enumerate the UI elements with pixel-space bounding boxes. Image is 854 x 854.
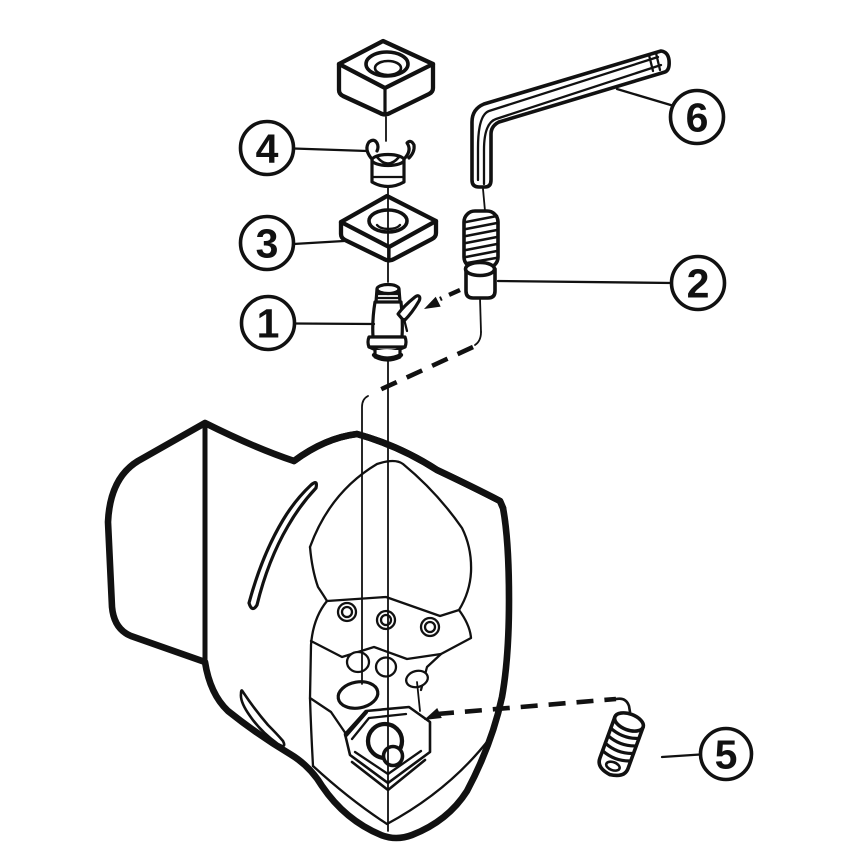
- screw-hole: [375, 609, 397, 631]
- screw-guide-drop: [479, 297, 482, 333]
- hex-key-outline: [470, 49, 671, 189]
- callout-circle-3: [238, 214, 296, 272]
- head-silhouette-crease: [290, 430, 507, 512]
- callout-5: 5: [660, 726, 754, 782]
- callout-circle-5: [698, 726, 754, 782]
- setscrew-arrowhead: [424, 708, 442, 720]
- insert-seat-plateau-top: [325, 595, 461, 618]
- setscrew-guide-dashed: [436, 696, 617, 717]
- callout-label-1: 1: [257, 301, 280, 347]
- screw-hole: [419, 616, 441, 638]
- callout-label-3: 3: [256, 221, 279, 267]
- leader-line-4: [292, 147, 369, 153]
- pocket-hex-inner-edge: [350, 712, 408, 741]
- setscrew-socket: [604, 760, 621, 772]
- recess-hole: [405, 669, 429, 689]
- screw-hole-inner: [379, 613, 393, 627]
- flange-slot-lower: [239, 689, 286, 748]
- screw-hole-inner: [423, 620, 437, 634]
- pocket-center-hole-lobe: [381, 744, 405, 768]
- part-1-lever-pin: [366, 282, 422, 362]
- leader-line-6: [615, 87, 676, 108]
- recess-hole: [345, 650, 371, 674]
- lever-arm-inner-line: [402, 317, 409, 333]
- lever-body: [371, 300, 404, 339]
- tool-holder-body: [104, 419, 513, 842]
- leader-line-5: [660, 753, 702, 759]
- pocket-chamfer-left: [343, 709, 369, 738]
- callout-label-2: 2: [687, 261, 710, 307]
- hex-key-facet-line-1: [476, 55, 660, 182]
- screw-to-lever-dash: [439, 287, 461, 302]
- insert-hole-inner: [373, 59, 403, 77]
- lever-foot-base: [371, 352, 404, 361]
- leader-line-2: [496, 279, 674, 285]
- setscrew-top-face: [612, 711, 646, 733]
- screw-guide-corner: [474, 331, 482, 346]
- screw-washer: [463, 260, 497, 278]
- callout-circle-1: [239, 294, 297, 352]
- setscrew-guide-corner: [614, 697, 632, 714]
- leader-line-3: [292, 239, 346, 246]
- lever-arm-horn: [396, 294, 422, 323]
- hex-key-tip-chamfer: [647, 51, 662, 73]
- clamp-u-notch: [375, 155, 401, 165]
- callout-label-6: 6: [686, 95, 709, 141]
- lever-cap-top: [375, 282, 401, 296]
- part-2-spring-screw: [462, 209, 500, 300]
- assembly-guide-lines: [361, 287, 632, 832]
- setscrew-axis-line: [416, 681, 421, 712]
- clamp-left-horn: [365, 138, 380, 160]
- screw-axis-corner: [361, 395, 369, 685]
- screw-hole: [336, 601, 358, 623]
- part-5-set-screw: [597, 711, 646, 778]
- screw-guide-dashed: [372, 344, 474, 396]
- clamp-right-horn: [403, 139, 416, 160]
- callout-circle-6: [668, 88, 726, 146]
- screw-hole-inner: [340, 605, 354, 619]
- insert-seat-step-right: [419, 608, 473, 692]
- screw-to-lever-arrowhead: [424, 296, 441, 309]
- part-4-clamp-sleeve: [365, 138, 416, 189]
- hex-key-facet-line-2: [482, 63, 663, 186]
- clamp-rim: [370, 152, 406, 168]
- face-band-line: [309, 639, 443, 661]
- setscrew-threads: [600, 726, 641, 763]
- insert-hole-outer: [364, 50, 410, 78]
- key-to-spring-axis: [482, 188, 486, 212]
- part-3-shim-seat: [338, 187, 439, 283]
- callout-1: 1: [239, 294, 376, 352]
- face-arc: [308, 459, 473, 612]
- lever-cap-sides: [374, 287, 402, 304]
- callout-6: 6: [615, 87, 726, 146]
- cutting-insert: [336, 38, 436, 142]
- callout-label-5: 5: [715, 732, 738, 778]
- face-lower-left-line: [308, 696, 348, 736]
- callout-label-4: 4: [256, 126, 279, 172]
- callout-4: 4: [238, 119, 369, 177]
- flange-slot-upper: [247, 481, 319, 611]
- callout-3: 3: [238, 214, 346, 272]
- spring-coils: [464, 214, 499, 265]
- face-screw-holes: [336, 601, 441, 638]
- callout-circle-4: [238, 119, 296, 177]
- leader-line-1: [293, 322, 376, 326]
- lever-pivot-hole: [336, 680, 380, 710]
- recess-hole: [374, 656, 398, 678]
- callout-2: 2: [496, 254, 727, 312]
- callouts: 1 2 3 4 5 6: [238, 87, 754, 782]
- lever-cap-serrations: [374, 292, 402, 300]
- lever-flange: [366, 335, 408, 349]
- part-6-hex-key: [470, 49, 671, 212]
- callout-circle-2: [669, 254, 727, 312]
- face-recesses: [336, 650, 429, 710]
